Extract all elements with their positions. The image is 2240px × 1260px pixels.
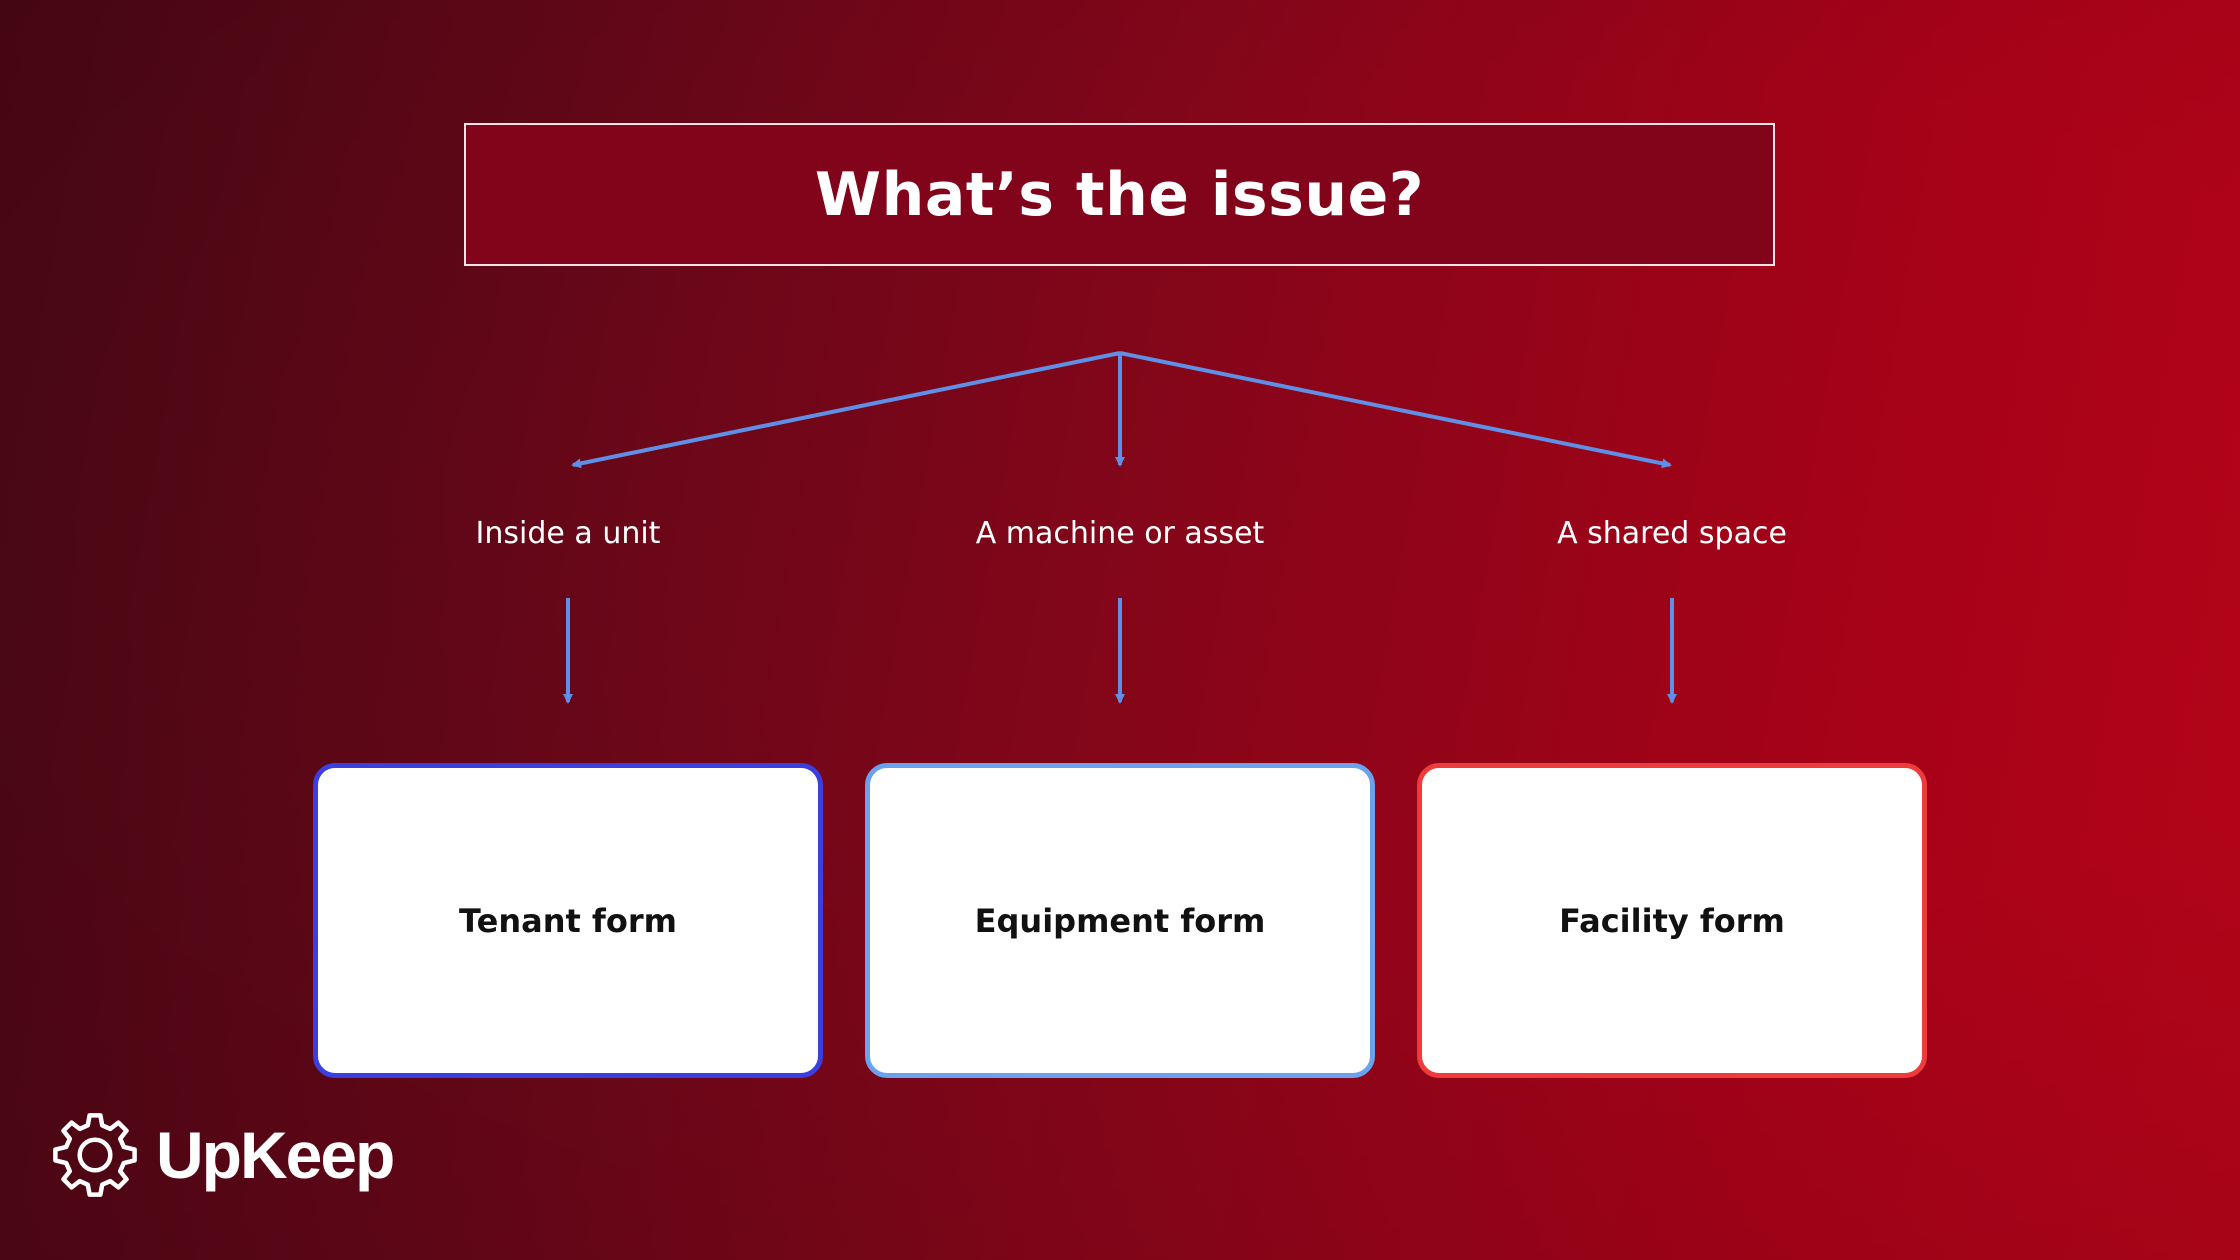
diagram-title: What’s the issue? bbox=[814, 159, 1425, 230]
arrow-to-shared-space bbox=[1119, 351, 1672, 469]
gear-icon bbox=[53, 1113, 137, 1197]
logo-wordmark: UpKeep bbox=[156, 1118, 395, 1192]
facility-form-label: Facility form bbox=[1559, 901, 1785, 940]
branch-label-shared-space: A shared space bbox=[1557, 516, 1787, 551]
facility-form-card: Facility form bbox=[1417, 763, 1927, 1078]
arrow-to-inside-unit bbox=[571, 351, 1121, 469]
equipment-form-card: Equipment form bbox=[865, 763, 1375, 1078]
tenant-form-card: Tenant form bbox=[313, 763, 823, 1078]
branch-label-machine-asset: A machine or asset bbox=[975, 516, 1265, 551]
title-box: What’s the issue? bbox=[464, 123, 1775, 266]
upkeep-logo: UpKeep bbox=[50, 1110, 395, 1200]
equipment-form-label: Equipment form bbox=[974, 901, 1266, 940]
tenant-form-label: Tenant form bbox=[459, 901, 677, 940]
branch-label-inside-unit: Inside a unit bbox=[475, 516, 661, 551]
